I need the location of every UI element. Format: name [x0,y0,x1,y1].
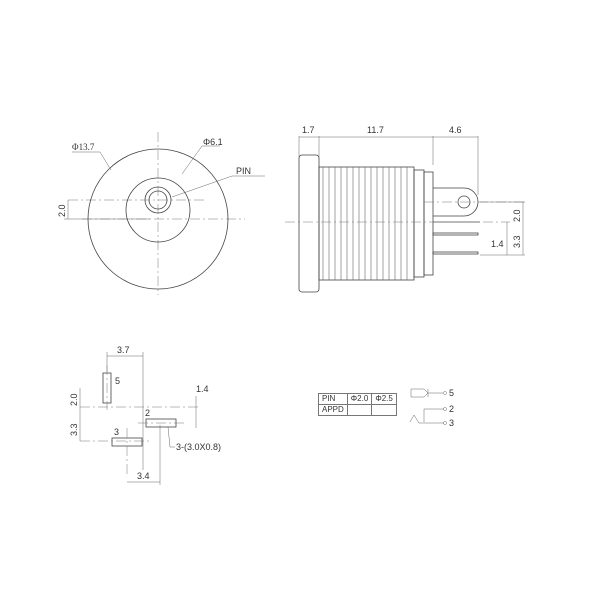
terminal-5 [443,391,447,395]
inner-diameter-label: Φ6.1 [203,137,223,147]
front-offset-dim: 2.0 [57,204,67,217]
header-d25: Φ2.5 [371,393,397,405]
pin-offset-dim: 2.0 [512,209,522,222]
body-length-dim: 11.7 [367,125,384,135]
row-d20 [346,404,373,416]
front-view [64,132,265,295]
pin-leader [171,175,265,198]
pad-label-3: 3 [114,427,119,437]
pin-5 [432,251,479,255]
footprint-dim-left-top: 2.0 [69,393,79,406]
switch-symbol [409,414,444,424]
rear-collar [413,169,425,278]
outer-diameter-label: Φ13.7 [72,142,95,152]
footprint-dim-right: 1.4 [196,384,209,394]
footprint-dim-left-bottom: 3.3 [69,423,79,436]
pin-gap-dim: 1.4 [491,239,504,249]
pad-label-5: 5 [115,376,120,386]
header-d20: Φ2.0 [346,393,373,405]
terminal-2 [443,407,447,411]
pin-ring-outer [144,186,172,214]
plug-symbol [410,388,429,398]
mounting-tab [433,187,479,217]
pin-spacing-dim: 3.3 [512,235,522,248]
flange [298,154,320,293]
tab-length-dim: 4.6 [449,125,462,135]
schematic-pin-2: 2 [449,404,454,414]
schematic [409,388,447,425]
outer-diameter-leader [72,151,112,171]
row-d25 [371,404,397,416]
schematic-pin-5: 5 [449,388,454,398]
footprint-width-top: 3.7 [117,345,130,355]
footprint [79,352,200,485]
pin-ring-inner [148,190,168,210]
flange-width-dim: 1.7 [302,125,315,135]
pad-spec-label: 3-(3.0X0.8) [176,442,221,452]
inner-circle [125,177,191,243]
pin-label: PIN [236,166,251,176]
footprint-width-bottom: 3.4 [137,471,150,481]
threaded-body [318,166,415,281]
pin-table: PIN Φ2.0 Φ2.5 APPD [318,393,397,416]
pin-table-row: APPD [318,404,397,416]
rear-base [423,171,434,276]
inner-diameter-leader [181,145,220,175]
pin-table-header: PIN Φ2.0 Φ2.5 [318,393,397,405]
schematic-pin-3: 3 [449,418,454,428]
row-label: APPD [318,404,348,416]
terminal-3 [443,421,447,425]
pin-3 [432,232,479,236]
side-view [285,136,525,293]
pad-label-2: 2 [145,408,150,418]
threads [322,167,408,280]
pad-spec-leader [167,426,175,448]
header-pin: PIN [318,393,348,405]
